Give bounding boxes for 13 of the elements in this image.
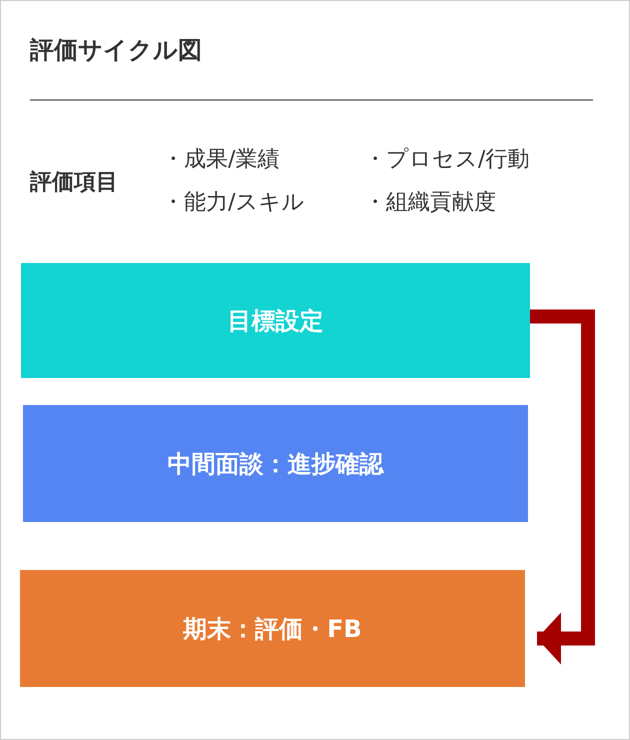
bullet-item: ・組織貢献度	[364, 189, 496, 217]
step-box	[21, 263, 530, 378]
bullet-item: ・能力/スキル	[162, 189, 304, 217]
bullet-item: ・プロセス/行動	[364, 146, 530, 174]
step-label: 目標設定	[228, 306, 324, 336]
diagram-title: 評価サイクル図	[30, 35, 202, 66]
category-heading: 評価項目	[30, 169, 118, 197]
step-box	[20, 570, 525, 687]
step-label: 中間面談：進捗確認	[168, 448, 384, 480]
step-box	[23, 405, 528, 522]
step-label: 期末：評価・FB	[183, 614, 362, 644]
bullet-item: ・成果/業績	[162, 146, 280, 174]
return-arrow	[530, 310, 595, 664]
